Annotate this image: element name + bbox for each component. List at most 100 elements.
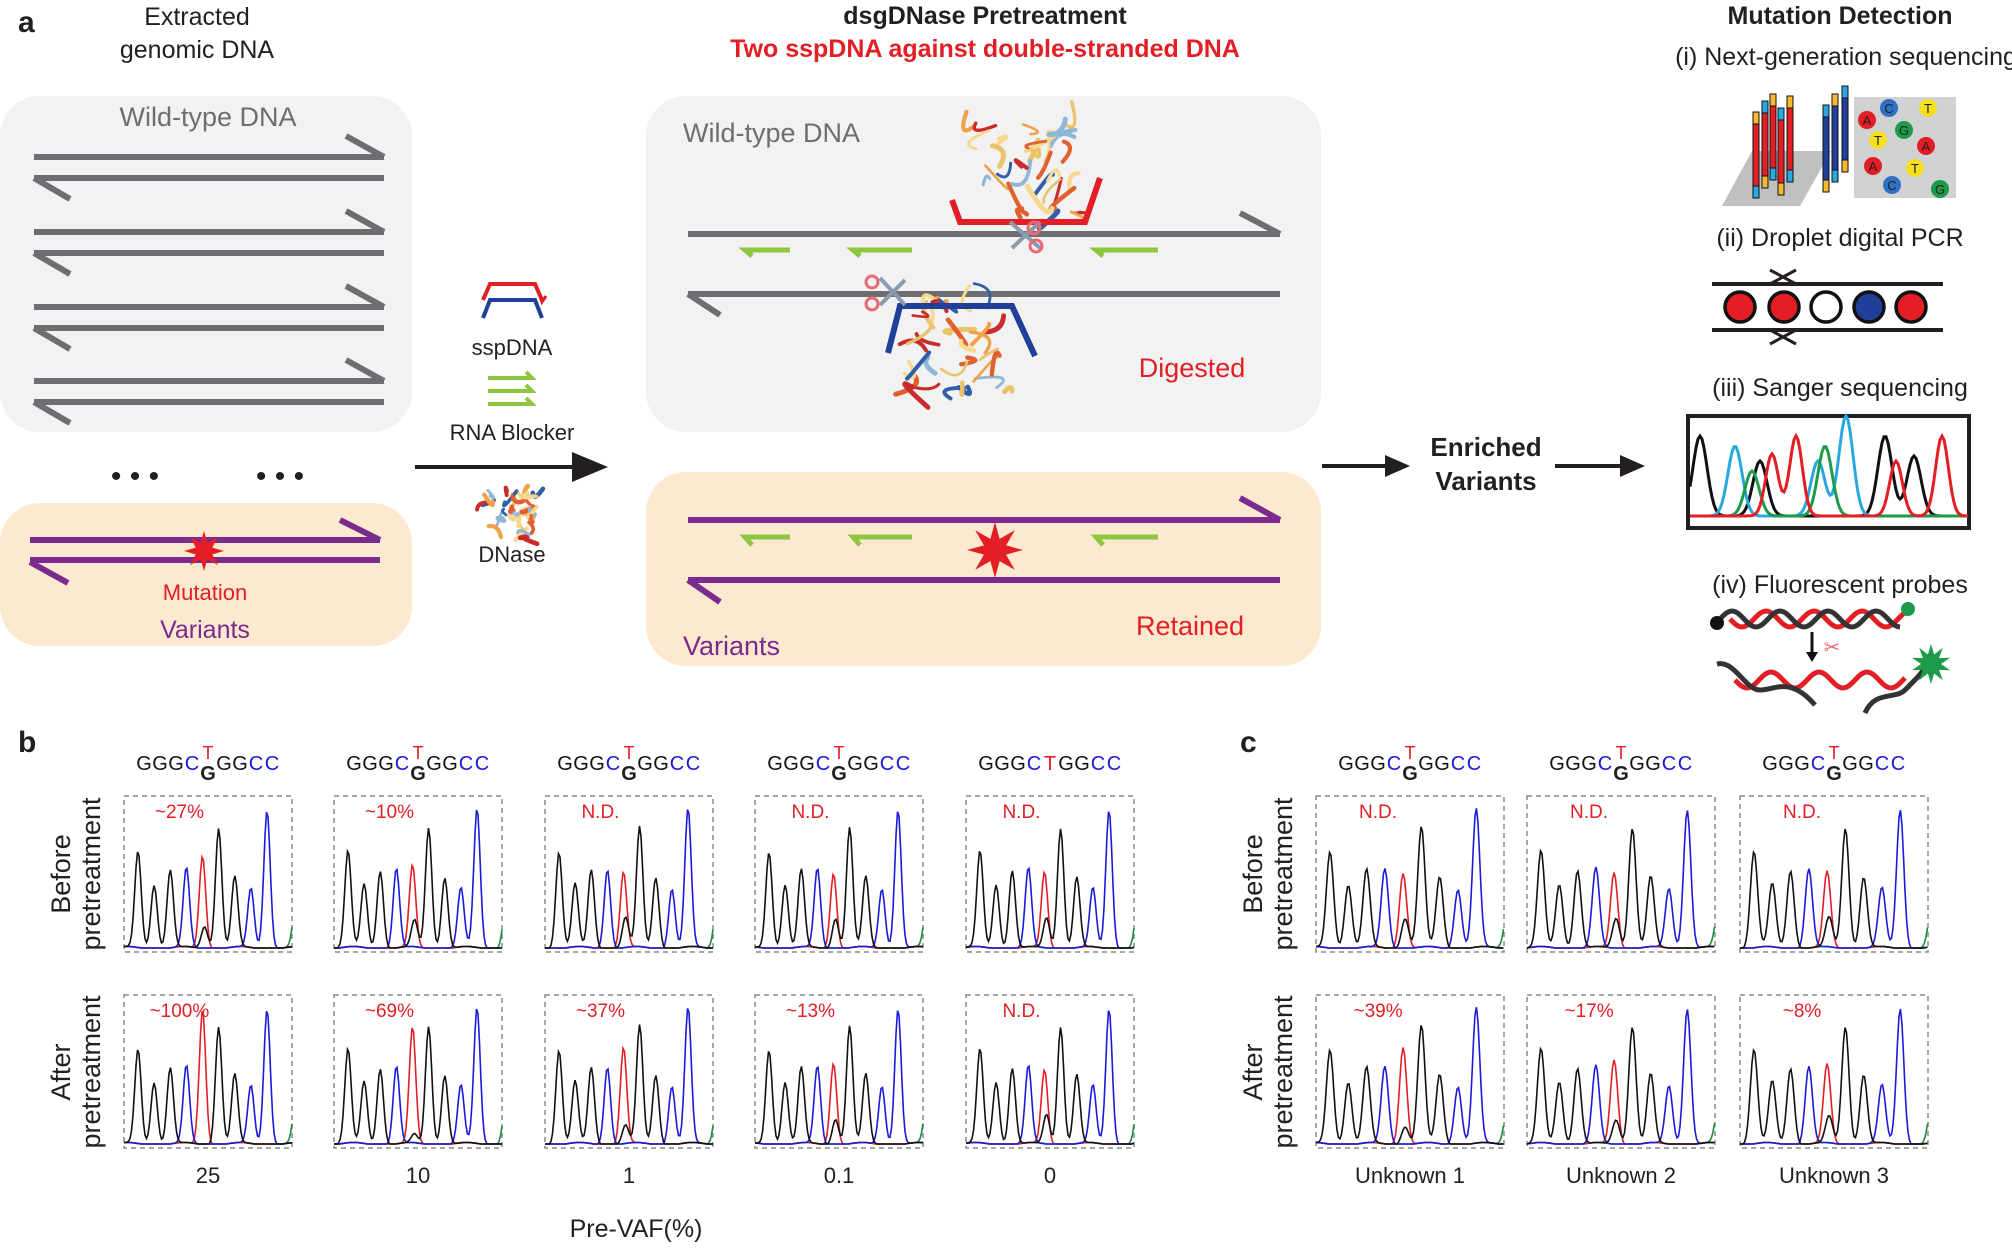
after-label-line1: After [46, 1043, 76, 1100]
process-arrow-head-icon [572, 452, 608, 482]
sequence-base: G [426, 753, 442, 775]
protein-ribbon [982, 313, 1007, 335]
column-tick-label: Unknown 1 [1355, 1163, 1465, 1188]
enriched-label-line2: Variants [1435, 466, 1536, 496]
protein-ribbon [1036, 208, 1061, 232]
method-ngs-label: (i) Next-generation sequencing [1675, 43, 2012, 71]
rna-blockers-top [738, 247, 1158, 258]
probe-target-strand-cut [1733, 669, 1907, 691]
sequence-base: G [1010, 753, 1026, 775]
vaf-annotation: N.D. [1570, 802, 1608, 823]
chromatogram-frame [965, 795, 1135, 953]
sequence-base: C [1467, 753, 1481, 775]
ngs-base-C [1883, 176, 1901, 194]
mutation-star-icon [184, 531, 224, 571]
protein-ribbon [1046, 168, 1061, 183]
sequence-base: G [168, 753, 184, 775]
vaf-annotation: ~8% [1783, 1001, 1822, 1022]
trace-C [1526, 810, 1715, 949]
sequence-base: C [816, 753, 830, 775]
protein-ribbon [969, 321, 992, 347]
trace-G [754, 1025, 924, 1145]
after-label-line2: pretreatment [76, 995, 106, 1149]
ngs-base-G [1931, 180, 1949, 198]
vaf-annotation: N.D. [1002, 1001, 1040, 1022]
protein-ribbon [911, 310, 930, 319]
trace-C [1740, 810, 1928, 949]
sequence-base: G [847, 753, 863, 775]
dna-strand-arrowhead [32, 175, 72, 202]
extracted-dna-section: Extracted genomic DNA Wild-type DNA • • … [0, 3, 412, 646]
trace-G [754, 827, 924, 949]
trace-C [754, 811, 924, 949]
ngs-read [1769, 105, 1777, 169]
sequence-base: C [1598, 753, 1612, 775]
ngs-read-cap [1761, 175, 1769, 189]
trace-G [334, 827, 502, 949]
chromatogram-frame [1739, 795, 1929, 953]
scissors-bottom-icon [864, 274, 907, 312]
ngs-read-cap [1777, 182, 1785, 196]
ngs-reads-icon [1752, 85, 1849, 199]
ngs-read-cap [1752, 185, 1760, 199]
protein-ribbon [995, 134, 1009, 146]
wildtype-dna-label: Wild-type DNA [119, 102, 296, 132]
trace-T [1315, 1047, 1504, 1145]
sequence-base: C [185, 753, 199, 775]
protein-ribbon [973, 375, 1005, 389]
trace-C [123, 811, 293, 949]
before-label-line1: Before [46, 834, 76, 914]
protein-ribbon [989, 350, 1002, 377]
sequence-base: G [232, 753, 248, 775]
protein-ribbon [527, 520, 536, 535]
wildtype-base: G [831, 763, 847, 785]
sequence-base: C [1662, 753, 1676, 775]
trace-G [965, 828, 1135, 949]
chromatogram-frame [965, 994, 1135, 1149]
protein-ribbon [1024, 183, 1055, 215]
ngs-base-letter: A [1922, 139, 1931, 154]
vaf-annotation: N.D. [581, 802, 619, 823]
trace-C [334, 809, 502, 949]
sequence-base: C [896, 753, 910, 775]
sequence-base: G [653, 753, 669, 775]
ngs-read [1777, 119, 1785, 184]
method-sanger-label: (iii) Sanger sequencing [1712, 374, 1968, 402]
sequence-base: G [1842, 753, 1858, 775]
ngs-base-T [1869, 131, 1887, 149]
wildtype-base: G [200, 763, 216, 785]
sequence-base: G [863, 753, 879, 775]
trace-C [545, 1008, 713, 1145]
protein-ribbon [1002, 385, 1015, 395]
scissors-top-icon [1008, 220, 1044, 254]
sequence-base: G [1645, 753, 1661, 775]
wildtype-base: G [1613, 763, 1629, 785]
column-tick-label: 0.1 [824, 1163, 855, 1188]
mutant-base: T [203, 743, 214, 763]
protein-ribbon [959, 355, 978, 367]
chromatogram-frame [754, 795, 924, 953]
chromatogram-frame [333, 795, 503, 953]
sequence-base: C [1451, 753, 1465, 775]
sequence-base: C [265, 753, 279, 775]
ngs-read-cap [1822, 179, 1830, 193]
vaf-annotation: N.D. [1783, 802, 1821, 823]
trace-C [1315, 1007, 1504, 1145]
trace-G [1740, 828, 1928, 949]
ellipsis-left: • • • [111, 460, 159, 493]
trace-C [965, 1010, 1135, 1145]
protein-ribbon [516, 528, 531, 537]
quencher-dot [1710, 616, 1724, 630]
protein-ribbon [1029, 147, 1042, 159]
protein-ribbon [475, 500, 489, 512]
detection-title: Mutation Detection [1728, 2, 1953, 30]
ngs-read-cap [1786, 95, 1794, 109]
protein-ribbon [519, 504, 537, 515]
arrow-head-icon [1385, 455, 1410, 477]
